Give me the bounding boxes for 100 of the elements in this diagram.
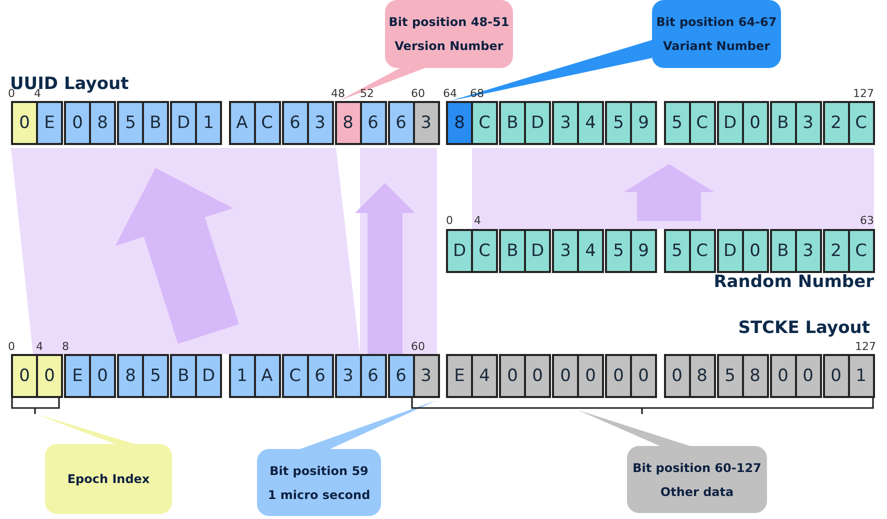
callout-pointer xyxy=(300,400,437,449)
section-title: Random Number xyxy=(714,274,874,291)
hex-digit-cell: 9 xyxy=(630,101,657,145)
bit-position-number: 4 xyxy=(36,341,43,352)
hex-digit-cell: C xyxy=(848,101,874,145)
hex-digit-cell: D xyxy=(524,101,551,145)
hex-digit-cell: 0 xyxy=(89,354,116,398)
hex-digit-cell: 0 xyxy=(552,354,579,398)
hex-digit-cell: C xyxy=(848,229,874,273)
hex-digit-cell: 3 xyxy=(412,354,440,398)
hex-digit-cell: 0 xyxy=(11,101,38,145)
hex-digit-cell: C xyxy=(471,101,498,145)
callout-text: Bit position 48-51 xyxy=(388,15,510,29)
hex-digit-cell: B xyxy=(770,101,796,145)
hex-digit-cell: D xyxy=(446,229,473,273)
block-arrow xyxy=(624,164,714,221)
hex-digit-cell: E xyxy=(36,101,63,145)
hex-digit-cell: B xyxy=(142,101,169,145)
callout-text: Bit position 64-67 xyxy=(656,15,777,29)
hex-digit-cell: 9 xyxy=(630,229,657,273)
hex-digit-cell: 0 xyxy=(794,354,822,398)
hex-digit-cell: C xyxy=(688,101,716,145)
bit-position-number: 127 xyxy=(855,341,876,352)
hex-digit-cell: 3 xyxy=(552,229,579,273)
callout-text: Bit position 60-127 xyxy=(632,460,762,474)
hex-digit-cell: 8 xyxy=(742,354,768,398)
hex-digit-cell: B xyxy=(499,101,526,145)
callout-pointer xyxy=(338,68,425,101)
hex-digit-cell: 5 xyxy=(664,229,690,273)
hex-digit-cell: 5 xyxy=(664,101,690,145)
bit-position-number: 63 xyxy=(860,215,874,226)
hex-digit-cell: 0 xyxy=(36,354,63,398)
hex-digit-cell: 0 xyxy=(577,354,604,398)
hex-digit-cell: 1 xyxy=(195,101,222,145)
hex-digit-cell: 6 xyxy=(388,354,414,398)
callout-bubble xyxy=(257,449,381,516)
hex-digit-cell: C xyxy=(688,229,716,273)
callout-pointer xyxy=(578,410,690,446)
hex-digit-cell: 5 xyxy=(605,101,632,145)
hex-digit-cell: B xyxy=(770,229,796,273)
hex-digit-cell: 8 xyxy=(117,354,144,398)
callout-text: Other data xyxy=(660,484,734,498)
hex-digit-cell: 5 xyxy=(605,229,632,273)
callout-pointer xyxy=(36,414,135,444)
hex-digit-cell: B xyxy=(170,354,197,398)
hex-digit-cell: 8 xyxy=(688,354,716,398)
block-arrow xyxy=(355,183,415,354)
section-title: STCKE Layout xyxy=(738,320,870,337)
callout-text: 1 micro second xyxy=(268,488,370,502)
callout-text: Version Number xyxy=(394,39,504,53)
hex-digit-cell: 4 xyxy=(577,101,604,145)
callout-text: Variant Number xyxy=(662,39,770,53)
hex-digit-cell: 5 xyxy=(142,354,169,398)
hex-digit-cell: 0 xyxy=(605,354,632,398)
bit-position-number: 64 xyxy=(443,88,457,99)
hex-digit-cell: D xyxy=(716,101,744,145)
hex-digit-cell: 3 xyxy=(412,101,440,145)
hex-digit-cell: E xyxy=(64,354,91,398)
hex-digit-cell: C xyxy=(282,354,308,398)
bracket xyxy=(11,398,60,414)
hex-digit-cell: 1 xyxy=(848,354,874,398)
hex-digit-cell: 0 xyxy=(822,354,850,398)
bracket xyxy=(411,398,874,414)
callout-text: Epoch Index xyxy=(67,472,150,486)
hex-digit-cell: 8 xyxy=(334,101,362,145)
hex-digit-cell: 8 xyxy=(446,101,473,145)
hex-digit-cell: 6 xyxy=(282,101,308,145)
bit-position-number: 60 xyxy=(411,341,425,352)
hex-digit-cell: A xyxy=(254,354,280,398)
hex-digit-cell: A xyxy=(228,101,256,145)
block-arrow xyxy=(115,168,239,344)
hex-digit-cell: 3 xyxy=(552,101,579,145)
hex-digit-cell: 0 xyxy=(524,354,551,398)
hex-digit-cell: 1 xyxy=(228,354,256,398)
hex-digit-cell: D xyxy=(170,101,197,145)
hex-digit-cell: 0 xyxy=(742,101,768,145)
hex-digit-cell: 6 xyxy=(388,101,414,145)
hex-digit-cell: C xyxy=(254,101,280,145)
hex-digit-cell: 0 xyxy=(11,354,38,398)
hex-digit-cell: E xyxy=(446,354,473,398)
bit-position-number: 4 xyxy=(34,88,41,99)
bit-position-number: 52 xyxy=(360,88,374,99)
hex-digit-cell: 0 xyxy=(499,354,526,398)
hex-digit-cell: 3 xyxy=(306,101,334,145)
bit-position-number: 8 xyxy=(62,341,69,352)
hex-digit-cell: 0 xyxy=(770,354,796,398)
callout-bubble xyxy=(652,0,781,68)
hex-digit-cell: 3 xyxy=(334,354,362,398)
hex-digit-cell: 8 xyxy=(89,101,116,145)
hex-digit-cell: 4 xyxy=(471,354,498,398)
hex-digit-cell: C xyxy=(471,229,498,273)
hex-digit-cell: 5 xyxy=(716,354,744,398)
hex-digit-cell: D xyxy=(716,229,744,273)
bit-position-number: 48 xyxy=(331,88,345,99)
bit-position-number: 0 xyxy=(446,215,453,226)
hex-digit-cell: 6 xyxy=(306,354,334,398)
hex-digit-cell: 6 xyxy=(360,354,386,398)
hex-digit-cell: 6 xyxy=(360,101,386,145)
bit-position-number: 4 xyxy=(474,215,481,226)
bit-position-number: 0 xyxy=(8,88,15,99)
